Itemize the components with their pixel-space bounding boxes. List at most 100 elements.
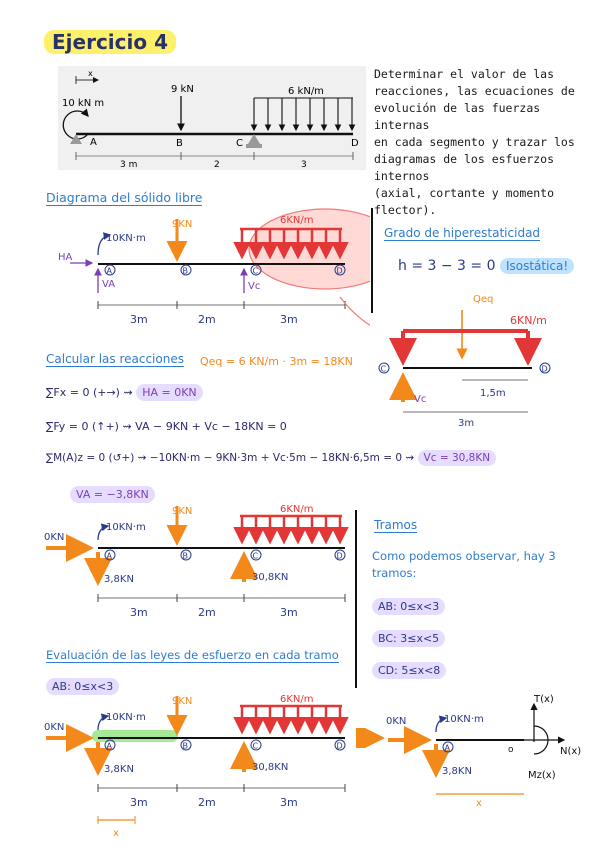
svg-text:VA: VA bbox=[102, 279, 115, 290]
svg-text:B: B bbox=[183, 267, 189, 276]
svg-text:A: A bbox=[107, 267, 113, 276]
svg-text:9 kN: 9 kN bbox=[171, 84, 194, 95]
description-line: evolución de las fuerzas internas bbox=[374, 101, 541, 132]
problem-diagram: x 10 kN m A 9 kN B C 6 kN/m D 3 m 2 3 bbox=[62, 69, 359, 170]
svg-text:Mz(x): Mz(x) bbox=[528, 770, 556, 781]
svg-text:6KN/m: 6KN/m bbox=[280, 504, 314, 515]
svg-text:T(x): T(x) bbox=[533, 694, 554, 705]
svg-text:3,8KN: 3,8KN bbox=[104, 574, 134, 585]
svg-text:A: A bbox=[445, 744, 451, 753]
svg-text:3m: 3m bbox=[130, 606, 148, 619]
svg-text:0KN: 0KN bbox=[44, 722, 64, 733]
svg-text:9KN: 9KN bbox=[172, 696, 192, 707]
svg-text:30,8KN: 30,8KN bbox=[252, 762, 288, 773]
svg-text:10KN·m: 10KN·m bbox=[106, 522, 146, 533]
svg-text:C: C bbox=[236, 138, 243, 149]
description-line: reacciones, las ecuaciones de bbox=[374, 84, 575, 98]
svg-text:x: x bbox=[88, 69, 93, 78]
svg-text:C: C bbox=[253, 742, 259, 751]
sum-mz-text: ∑M(A)z = 0 (↺+) ⇝ −10KN·m − 9KN·3m + Vc·… bbox=[46, 452, 418, 464]
tramo-bc: BC: 3≤x<5 bbox=[372, 630, 446, 647]
sum-mz: ∑M(A)z = 0 (↺+) ⇝ −10KN·m − 9KN·3m + Vc·… bbox=[46, 450, 497, 466]
free-body-diagram: HA 10KN·m VA A 9KN B 6KN/m Vc C D 3m 2m … bbox=[58, 208, 370, 326]
svg-text:D: D bbox=[337, 267, 343, 276]
svg-text:3m: 3m bbox=[280, 606, 298, 619]
svg-text:C: C bbox=[253, 267, 259, 276]
svg-text:B: B bbox=[176, 138, 183, 149]
evaluation-diagram: 0KN 10KN·m 3,8KN A 9KN B 6KN/m 30,8KN C … bbox=[44, 694, 349, 839]
description-line: Determinar el valor de las bbox=[374, 67, 555, 81]
svg-text:B: B bbox=[183, 552, 189, 561]
problem-description: Determinar el valor de las reacciones, l… bbox=[374, 66, 596, 219]
svg-text:3: 3 bbox=[301, 160, 307, 170]
svg-text:Vc: Vc bbox=[248, 281, 260, 292]
svg-text:0KN: 0KN bbox=[44, 532, 64, 543]
evaluation-tramo: AB: 0≤x<3 bbox=[46, 678, 120, 695]
sum-fx: ∑Fx = 0 (+→) ⇝ HA = 0KN bbox=[46, 384, 203, 401]
svg-text:A: A bbox=[107, 742, 113, 751]
qeq-equation: Qeq = 6 KN/m · 3m = 18KN bbox=[200, 355, 353, 368]
tramo-cd: CD: 5≤x<8 bbox=[372, 662, 447, 679]
problem-figure: x 10 kN m A 9 kN B C 6 kN/m D 3 m 2 3 bbox=[58, 66, 366, 170]
page-title: Ejercicio 4 bbox=[44, 30, 176, 54]
reactions-title: Calcular las reacciones bbox=[46, 352, 184, 367]
svg-text:3 m: 3 m bbox=[120, 160, 137, 170]
hiper-formula: h = 3 − 3 = 0 Isostática! bbox=[398, 258, 575, 274]
svg-text:6 kN/m: 6 kN/m bbox=[288, 86, 324, 97]
svg-text:9KN: 9KN bbox=[172, 506, 192, 517]
svg-text:o: o bbox=[508, 745, 514, 755]
svg-text:B: B bbox=[183, 742, 189, 751]
description-line: diagramas de los esfuerzos internos bbox=[374, 152, 555, 183]
svg-text:2: 2 bbox=[214, 160, 220, 170]
svg-text:D: D bbox=[337, 742, 343, 751]
svg-text:10KN·m: 10KN·m bbox=[106, 712, 146, 723]
svg-text:10KN·m: 10KN·m bbox=[106, 233, 146, 244]
sum-fx-text: ∑Fx = 0 (+→) ⇝ bbox=[46, 386, 137, 399]
hiper-equation: h = 3 − 3 = 0 bbox=[398, 258, 496, 274]
svg-text:3m: 3m bbox=[458, 418, 474, 429]
svg-text:C: C bbox=[381, 365, 387, 374]
svg-text:3m: 3m bbox=[130, 796, 148, 809]
dsl-title: Diagrama del sólido libre bbox=[46, 190, 203, 206]
description-line: en cada segmento y trazar los bbox=[374, 135, 575, 149]
sum-fy: ∑Fy = 0 (↑+) ⇝ VA − 9KN + Vc − 18KN = 0 bbox=[46, 420, 287, 433]
tramos-text-line: Como podemos observar, hay 3 bbox=[372, 549, 556, 563]
svg-text:A: A bbox=[107, 552, 113, 561]
vertical-divider bbox=[371, 208, 373, 313]
svg-text:10 kN m: 10 kN m bbox=[62, 98, 104, 109]
svg-text:D: D bbox=[337, 552, 343, 561]
svg-text:1,5m: 1,5m bbox=[480, 388, 506, 399]
hiper-title: Grado de hiperestaticidad bbox=[384, 226, 541, 241]
svg-text:3m: 3m bbox=[280, 796, 298, 809]
svg-text:6KN/m: 6KN/m bbox=[510, 314, 547, 327]
svg-text:HA: HA bbox=[58, 252, 73, 263]
svg-text:Vc: Vc bbox=[414, 394, 426, 405]
svg-text:x: x bbox=[476, 798, 482, 809]
svg-text:3,8KN: 3,8KN bbox=[104, 764, 134, 775]
svg-text:D: D bbox=[542, 365, 548, 374]
svg-text:C: C bbox=[253, 552, 259, 561]
svg-text:x: x bbox=[113, 828, 119, 839]
svg-text:3,8KN: 3,8KN bbox=[442, 766, 472, 777]
svg-text:10KN·m: 10KN·m bbox=[444, 714, 484, 725]
svg-text:2m: 2m bbox=[198, 313, 216, 326]
svg-text:2m: 2m bbox=[198, 796, 216, 809]
va-result: VA = −3,8KN bbox=[70, 486, 155, 503]
isostatic-badge: Isostática! bbox=[499, 258, 575, 274]
description-line: (axial, cortante y momento flector). bbox=[374, 186, 555, 217]
svg-text:30,8KN: 30,8KN bbox=[252, 572, 288, 583]
svg-text:3m: 3m bbox=[130, 313, 148, 326]
ha-result: HA = 0KN bbox=[136, 384, 203, 401]
svg-text:2m: 2m bbox=[198, 606, 216, 619]
solved-diagram: 0KN 10KN·m 3,8KN A 9KN B 6KN/m 30,8KN C … bbox=[44, 504, 349, 619]
tramos-text: Como podemos observar, hay 3 tramos: bbox=[372, 548, 556, 582]
vc-result: Vc = 30,8KN bbox=[417, 450, 497, 466]
svg-text:3m: 3m bbox=[280, 313, 298, 326]
cut-section-diagram: 0KN 10KN·m 3,8KN A o T(x) N(x) Mz(x) x bbox=[386, 694, 581, 809]
svg-text:D: D bbox=[351, 138, 359, 149]
transition-arrow bbox=[356, 728, 385, 748]
tramos-text-line: tramos: bbox=[372, 566, 417, 580]
svg-text:A: A bbox=[90, 137, 97, 148]
distributed-load-zoom: Qeq 6KN/m C D Vc 1,5m 3m bbox=[378, 294, 551, 429]
evaluation-title: Evaluación de las leyes de esfuerzo en c… bbox=[46, 648, 339, 663]
